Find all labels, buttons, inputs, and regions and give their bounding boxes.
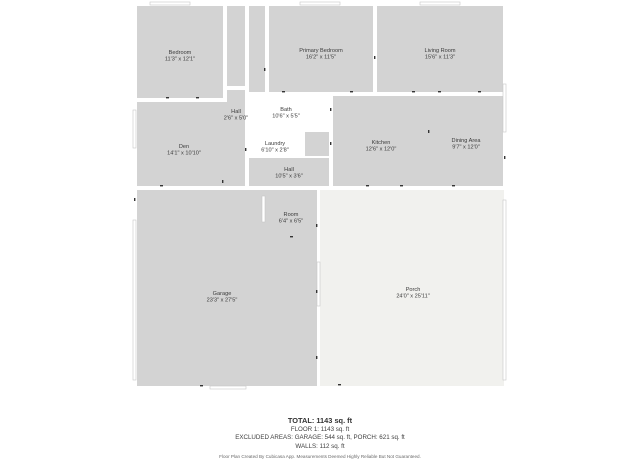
hall-name: Hall [231, 109, 241, 115]
hall-2-name: Hall [284, 167, 294, 173]
den-name: Den [179, 144, 189, 150]
window-right-living [502, 83, 507, 133]
laundry-nook [305, 132, 329, 156]
excluded-areas: EXCLUDED AREAS: GARAGE: 544 sq. ft, PORC… [235, 434, 405, 442]
hall-area [227, 90, 245, 132]
bedroom-dims: 11'3" x 12'1" [165, 57, 195, 63]
window-mid-porch [316, 261, 321, 307]
hall-2-dims: 10'5" x 3'6" [275, 174, 303, 180]
living-room-dims: 15'6" x 11'3" [425, 55, 455, 61]
window-room [261, 195, 266, 223]
window-top-left [149, 1, 191, 6]
closet-1 [227, 6, 245, 86]
bedroom-area [137, 6, 223, 98]
window-left-den [132, 109, 137, 149]
bath-name: Bath [280, 107, 292, 113]
porch-dims: 24'0" x 25'11" [396, 294, 429, 300]
window-right-porch [502, 199, 507, 381]
room-name: Room [284, 212, 299, 218]
wall-ticks [134, 56, 506, 387]
laundry-area [249, 134, 301, 154]
kitchen-dining-area [333, 96, 503, 186]
bath-area [249, 96, 329, 126]
laundry-dims: 6'10" x 2'8" [261, 148, 289, 154]
kitchen-dims: 12'6" x 12'0" [366, 147, 397, 153]
closet-2 [249, 6, 265, 92]
hall-dims: 2'6" x 5'0" [224, 116, 248, 122]
den-dims: 14'1" x 10'10" [167, 151, 201, 157]
bath-dims: 10'6" x 5'5" [272, 114, 300, 120]
area-summary: TOTAL: 1143 sq. ft FLOOR 1: 1143 sq. ft … [0, 416, 640, 462]
bedroom-name: Bedroom [169, 50, 192, 56]
window-left-garage [132, 219, 137, 381]
window-top-right [419, 1, 461, 6]
total-area: TOTAL: 1143 sq. ft [287, 416, 353, 425]
dining-area-dims: 9'7" x 12'0" [452, 145, 480, 151]
credit-line: Floor Plan Created By Cubicasa App. Meas… [219, 454, 421, 460]
garage-area [137, 190, 317, 386]
walls-area: WALLS: 112 sq. ft [295, 442, 345, 450]
hall-2-area [249, 158, 329, 186]
garage-name: Garage [213, 291, 232, 297]
primary-bedroom-area [269, 6, 373, 92]
living-room-area [377, 6, 503, 92]
primary-bedroom-name: Primary Bedroom [299, 48, 343, 54]
garage-dims: 23'3" x 27'5" [207, 298, 238, 304]
dining-area-name: Dining Area [452, 138, 482, 144]
living-room-name: Living Room [424, 48, 455, 54]
porch-area [320, 190, 504, 386]
primary-bedroom-dims: 16'2" x 11'5" [306, 55, 336, 61]
room-dims: 6'4" x 6'5" [279, 219, 303, 225]
window-top-mid [299, 1, 341, 6]
floor-area: FLOOR 1: 1143 sq. ft [290, 425, 350, 433]
kitchen-name: Kitchen [372, 140, 391, 146]
laundry-name: Laundry [265, 141, 285, 147]
porch-name: Porch [406, 287, 421, 293]
window-bottom-garage [209, 385, 247, 390]
